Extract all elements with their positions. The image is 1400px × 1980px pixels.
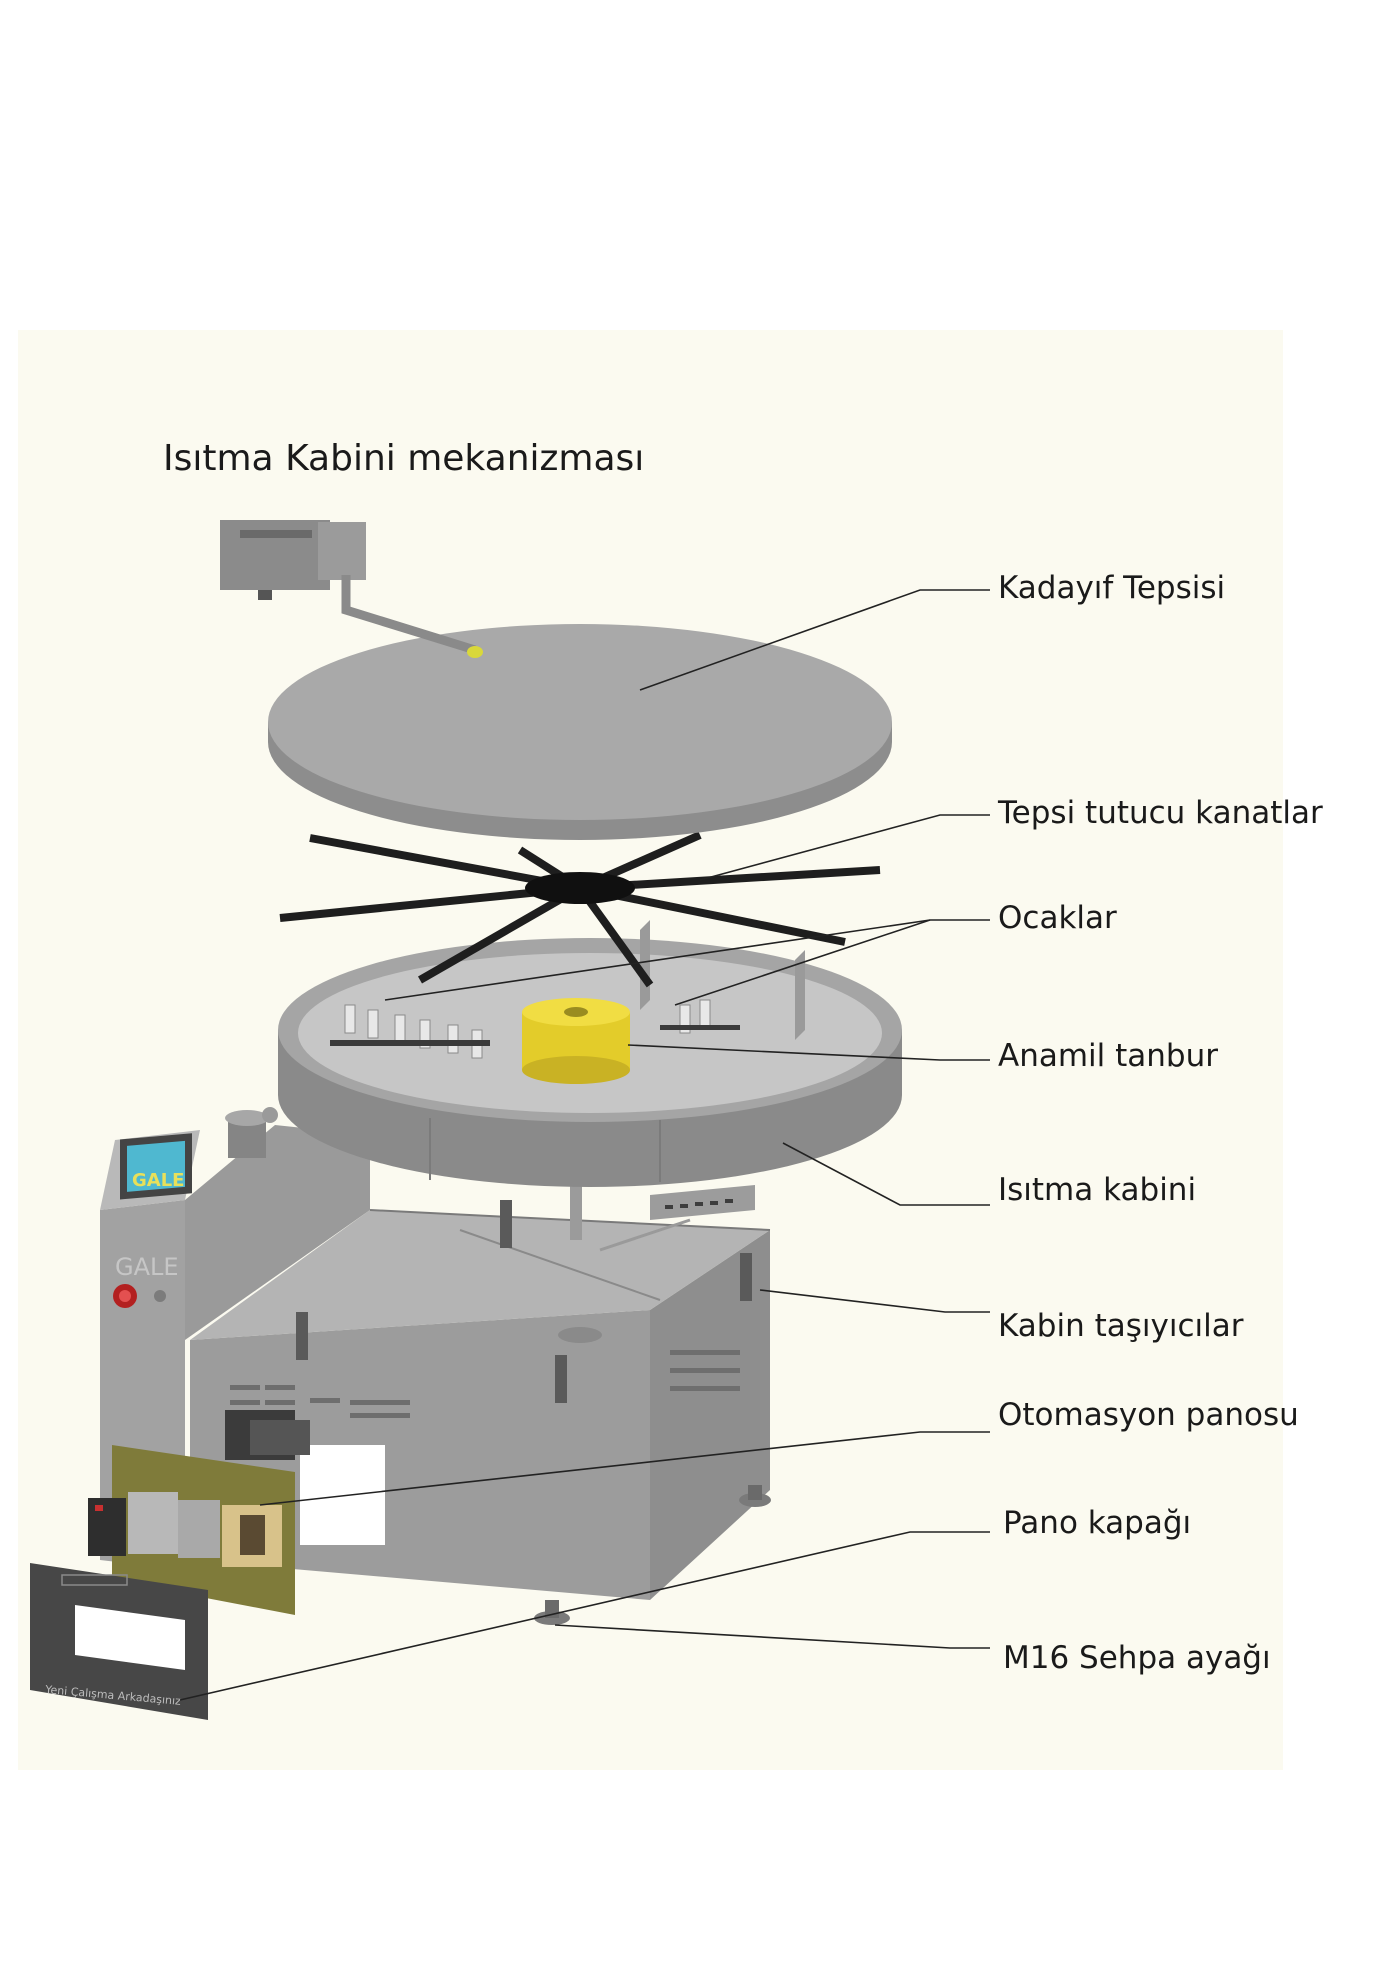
automation-panel — [88, 1445, 295, 1615]
label-heating-cabinet: Isıtma kabini — [998, 1172, 1197, 1208]
kadayif-tray — [268, 624, 892, 840]
label-burners: Ocaklar — [998, 900, 1117, 936]
label-cabinet-supports: Kabin taşıyıcılar — [998, 1308, 1244, 1344]
main-drum — [522, 998, 630, 1084]
panel-cover: Yeni Çalışma Arkadaşınız — [30, 1563, 208, 1720]
cabinet-supports — [296, 1200, 752, 1403]
label-tray-holder-arms: Tepsi tutucu kanatlar — [998, 795, 1323, 831]
screen-text: GALE — [132, 1170, 184, 1191]
main-shaft — [570, 1170, 582, 1240]
brand-text: GALE — [115, 1253, 179, 1281]
base-cabinet — [190, 1209, 771, 1625]
leader-lines — [179, 589, 990, 1701]
label-kadayif-tray: Kadayıf Tepsisi — [998, 570, 1226, 606]
label-panel-cover: Pano kapağı — [1003, 1505, 1192, 1541]
diagram-title: Isıtma Kabini mekanizması — [163, 438, 645, 479]
label-main-drum: Anamil tanbur — [998, 1038, 1218, 1074]
feeder-unit — [220, 520, 483, 658]
arm-hub — [525, 872, 635, 904]
label-m16-foot: M16 Sehpa ayağı — [1003, 1640, 1271, 1676]
label-automation-panel: Otomasyon panosu — [998, 1397, 1299, 1433]
burner-bar — [599, 1185, 755, 1252]
